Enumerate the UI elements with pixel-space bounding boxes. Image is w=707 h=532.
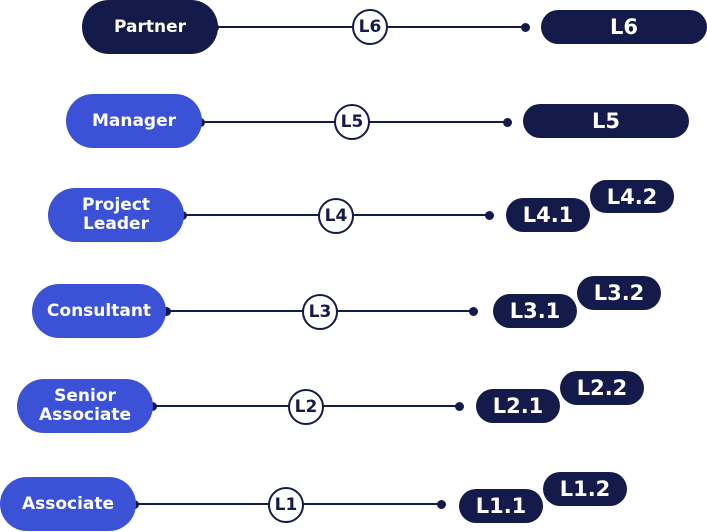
level-label: L6 (358, 17, 382, 37)
sublevel-label: L2.2 (576, 376, 628, 400)
sublevel-tag-l1-2[interactable]: L1.2 (543, 472, 627, 506)
level-label: L1 (274, 495, 298, 515)
role-label: Partner (113, 16, 186, 37)
level-circle-l3[interactable]: L3 (302, 294, 338, 330)
sublevel-label: L4.2 (606, 184, 658, 209)
level-label: L5 (340, 112, 364, 132)
sublevel-label: L6 (610, 15, 638, 39)
role-pill-partner[interactable]: Partner (82, 0, 218, 54)
sublevel-tag-l1-1[interactable]: L1.1 (459, 489, 543, 523)
sublevel-tag-l5[interactable]: L5 (523, 104, 689, 138)
role-pill-associate[interactable]: Associate (0, 477, 136, 531)
sublevel-label: L2.1 (492, 394, 544, 418)
level-circle-l2[interactable]: L2 (288, 389, 324, 425)
role-label: Senior Associate (38, 386, 132, 425)
sublevel-label: L3.1 (509, 299, 561, 323)
role-pill-senior-associate[interactable]: Senior Associate (17, 379, 153, 433)
sublevel-label: L1.2 (559, 477, 611, 501)
role-pill-manager[interactable]: Manager (66, 94, 202, 148)
level-label: L3 (308, 302, 332, 322)
connector-end-dot (485, 211, 494, 220)
role-label: Project Leader (81, 195, 151, 234)
sublevel-tag-l3-2[interactable]: L3.2 (577, 276, 661, 310)
role-pill-project-leader[interactable]: Project Leader (48, 188, 184, 242)
connector-end-dot (521, 23, 530, 32)
sublevel-tag-l3-1[interactable]: L3.1 (493, 294, 577, 328)
sublevel-label: L5 (592, 109, 620, 133)
level-circle-l4[interactable]: L4 (318, 198, 354, 234)
sublevel-tag-l2-2[interactable]: L2.2 (560, 371, 644, 405)
connector-end-dot (455, 402, 464, 411)
sublevel-label: L4.1 (522, 203, 574, 227)
level-label: L2 (294, 397, 318, 417)
sublevel-tag-l6[interactable]: L6 (541, 10, 707, 44)
level-circle-l1[interactable]: L1 (268, 487, 304, 523)
sublevel-label: L1.1 (475, 494, 527, 518)
sublevel-tag-l2-1[interactable]: L2.1 (476, 389, 560, 423)
level-circle-l5[interactable]: L5 (334, 104, 370, 140)
sublevel-tag-l4-2[interactable]: L4.2 (590, 180, 674, 213)
role-pill-consultant[interactable]: Consultant (32, 284, 166, 338)
sublevel-label: L3.2 (593, 281, 645, 305)
role-label: Consultant (46, 300, 152, 321)
role-label: Associate (21, 493, 115, 514)
sublevel-tag-l4-1[interactable]: L4.1 (506, 198, 590, 232)
level-circle-l6[interactable]: L6 (352, 9, 388, 45)
connector-end-dot (503, 118, 512, 127)
connector-end-dot (469, 307, 478, 316)
connector-end-dot (437, 500, 446, 509)
role-label: Manager (91, 110, 177, 131)
level-label: L4 (324, 206, 348, 226)
